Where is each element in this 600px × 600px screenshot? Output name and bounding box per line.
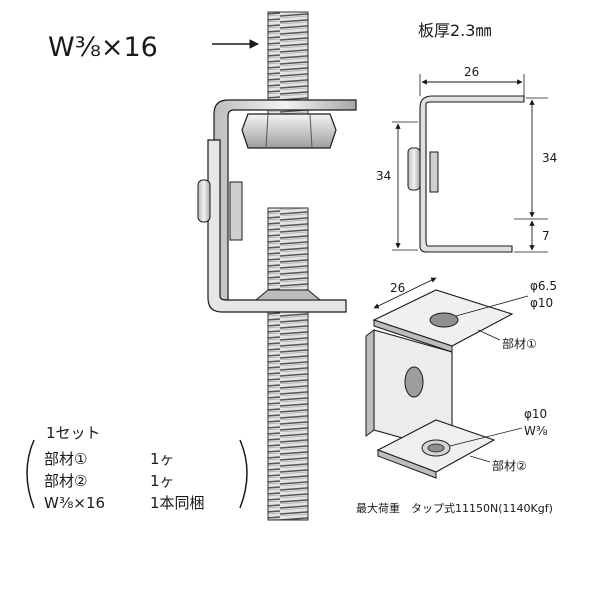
kit-row-2-item: 部材② <box>44 472 87 490</box>
main-assembly: W⅜×16 <box>48 11 357 521</box>
iso-top-hole <box>429 312 459 328</box>
kit-row-1-item: 部材① <box>44 450 87 468</box>
kit-title: 1セット <box>46 424 101 442</box>
dim-top-width: 26 <box>464 65 479 79</box>
hole-bottom-diameter-a: φ10 <box>524 407 547 421</box>
hole-top-diameter-b: φ10 <box>530 296 553 310</box>
profile-drawing: 板厚2.3㎜ 26 34 34 7 <box>376 21 557 253</box>
dim-lip: 7 <box>542 229 550 243</box>
lower-collar <box>254 289 322 301</box>
part2-label: 部材② <box>492 458 527 473</box>
kit-row-3-item: W⅜×16 <box>44 494 105 512</box>
side-fastener-head <box>197 179 211 223</box>
bolt-size-label: W⅜×16 <box>48 32 158 63</box>
dim-iso-width: 26 <box>390 281 405 295</box>
plate-thickness-label: 板厚2.3㎜ <box>418 21 491 40</box>
kit-contents: 1セット 部材① 1ヶ 部材② 1ヶ W⅜×16 1本同梱 <box>26 424 248 512</box>
iso-web-hole <box>404 366 424 398</box>
max-load-spec: 最大荷重 タップ式11150N(1140Kgf) <box>356 501 553 515</box>
hex-nut <box>241 113 337 149</box>
dim-height-right: 34 <box>542 151 557 165</box>
side-plate <box>229 181 243 241</box>
bolt-lower <box>267 207 309 521</box>
kit-row-3-qty: 1本同梱 <box>150 494 205 512</box>
kit-row-2-qty: 1ヶ <box>150 472 175 490</box>
hole-bottom-thread: W⅜ <box>524 424 548 438</box>
hole-top-diameter-a: φ6.5 <box>530 279 557 293</box>
bracket-part2-outline <box>207 139 347 313</box>
profile-fastener <box>407 147 421 191</box>
kit-left-paren <box>26 439 35 509</box>
profile-shape <box>419 95 525 253</box>
kit-right-paren <box>239 439 248 509</box>
kit-row-1-qty: 1ヶ <box>150 450 175 468</box>
isometric-drawing: 26 φ6.5 φ10 部材① φ10 W⅜ 部材② 最大荷重 タップ式1115… <box>356 277 557 515</box>
profile-plate <box>429 151 439 193</box>
part1-label: 部材① <box>502 336 537 351</box>
dim-line-iso-width <box>373 277 437 309</box>
dim-height-left: 34 <box>376 169 391 183</box>
